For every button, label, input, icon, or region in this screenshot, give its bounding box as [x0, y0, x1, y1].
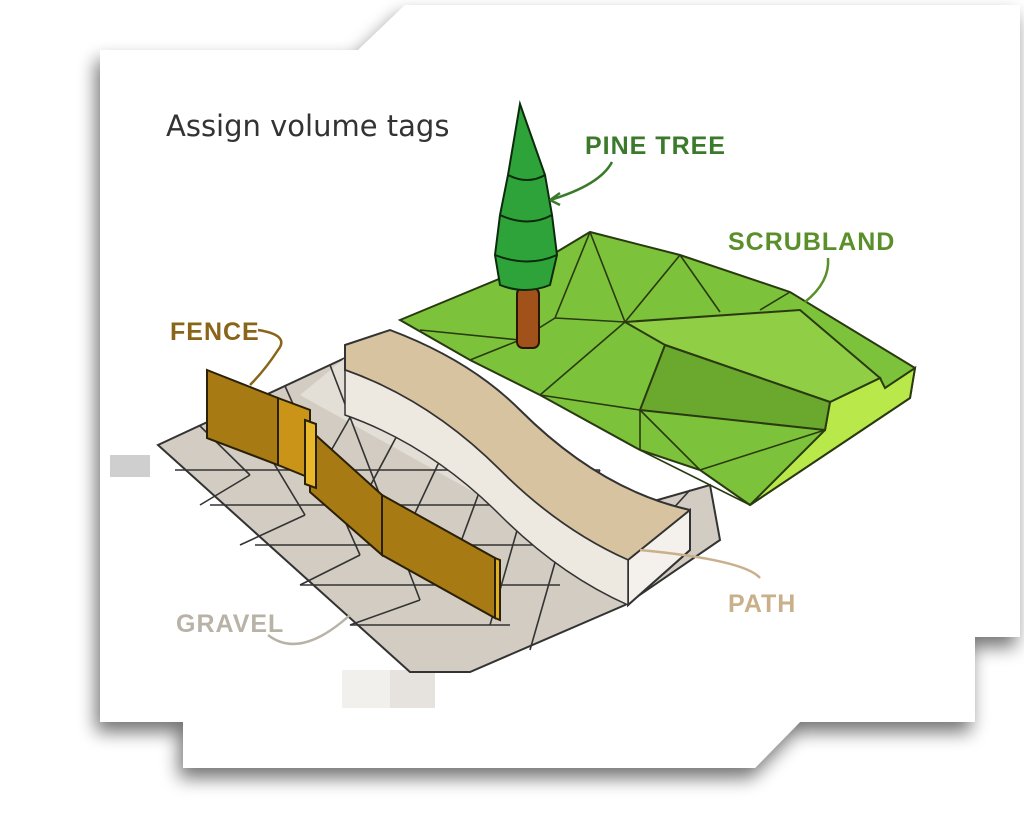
path-callout: Path [639, 548, 796, 618]
placeholder-block-left [110, 455, 150, 477]
pine-tree-label: Pine tree [585, 132, 726, 160]
scrubland-leader [804, 257, 830, 303]
pine-tree-leader [549, 161, 614, 202]
gravel-label: Gravel [176, 610, 284, 638]
fence-object [206, 368, 501, 622]
placeholder-block-bottom-a [342, 670, 390, 708]
scrubland-label: Scrubland [728, 228, 895, 256]
diagram-title: Assign volume tags [166, 109, 449, 143]
placeholder-block-bottom-b [390, 670, 435, 708]
gravel-leader [267, 614, 351, 646]
path-label: Path [728, 590, 796, 618]
scrubland-callout: Scrubland [728, 228, 895, 303]
path-terrain [344, 328, 691, 608]
fence-callout: Fence [170, 318, 283, 386]
path-leader [639, 548, 761, 579]
fence-label: Fence [170, 318, 260, 346]
fence-leader [249, 328, 283, 386]
pine-tree-object [493, 100, 559, 349]
gravel-callout: Gravel [176, 610, 351, 646]
pine-tree-callout: Pine tree [549, 132, 726, 207]
